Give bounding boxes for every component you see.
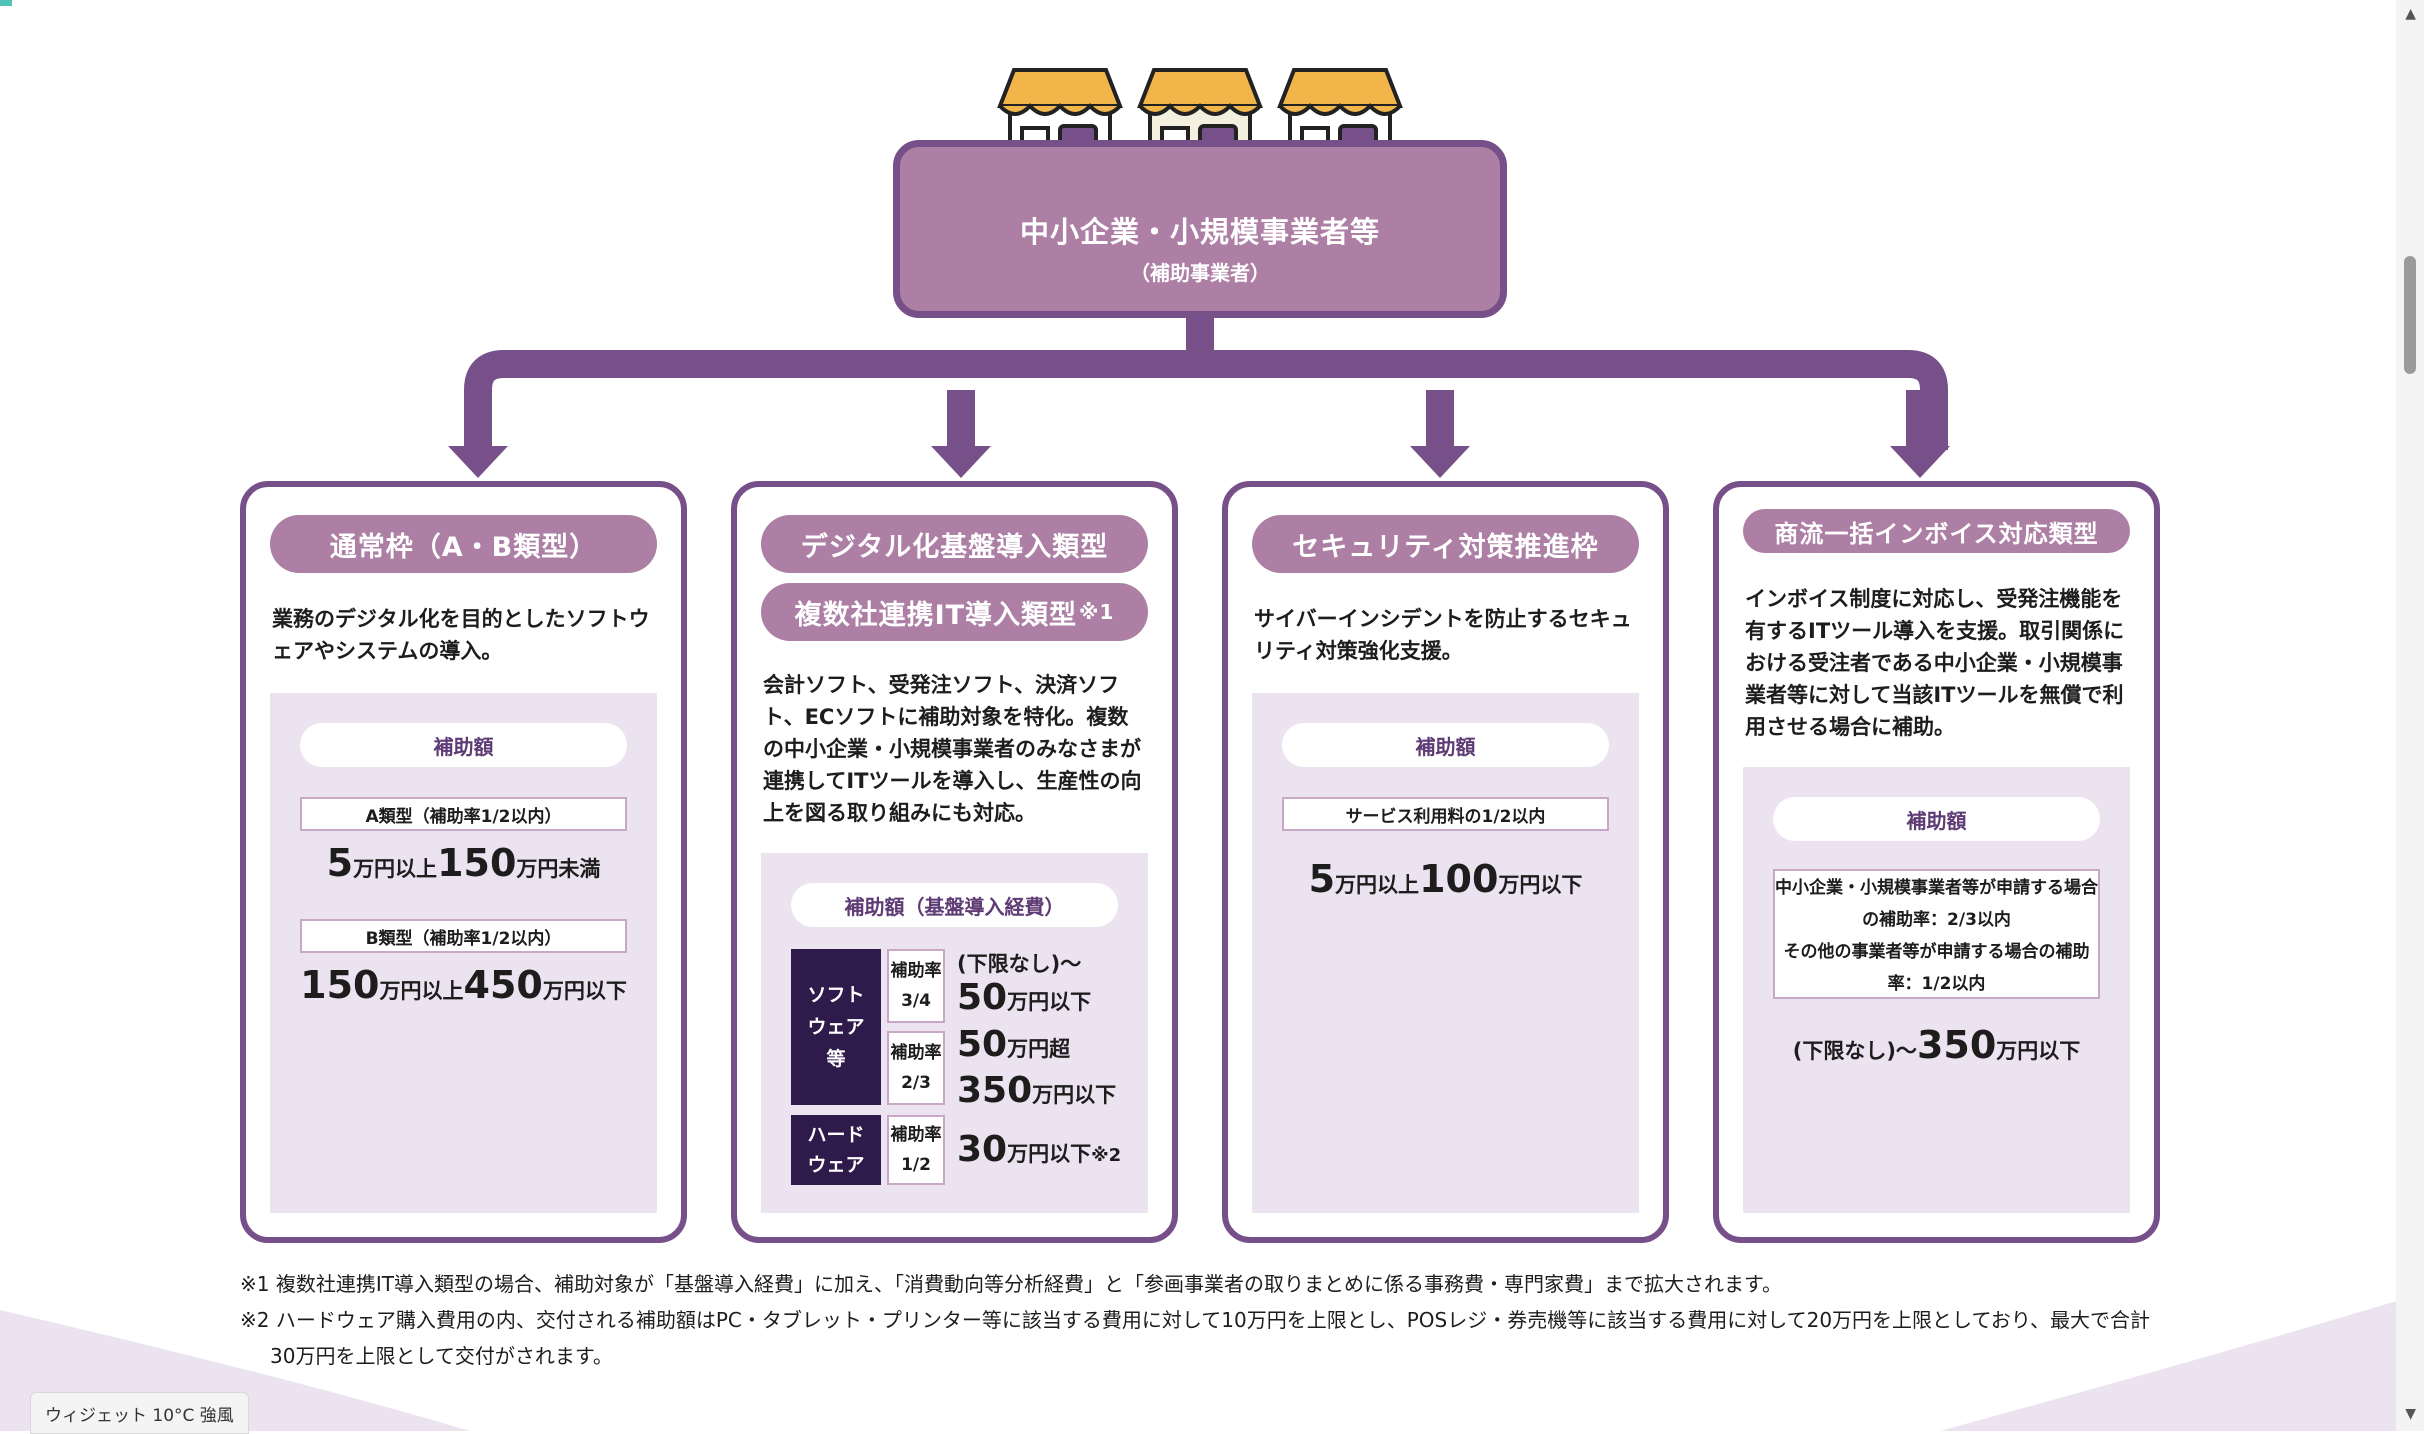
corner-mark-left <box>0 0 12 6</box>
rate-3-4: 補助率 3/4 <box>887 949 945 1023</box>
scroll-down-icon[interactable]: ▼ <box>2405 1406 2416 1422</box>
rate-2-3: 補助率 2/3 <box>887 1031 945 1105</box>
column-digital: デジタル化基盤導入類型 複数社連携IT導入類型※1 会計ソフト、受発注ソフト、決… <box>731 481 1178 1243</box>
amount-security: 5万円以上100万円以下 <box>1308 857 1583 901</box>
panel-security: 補助額 サービス利用料の1/2以内 5万円以上100万円以下 <box>1252 693 1639 1213</box>
top-organization-box: 中小企業・小規模事業者等 （補助事業者） <box>893 140 1507 318</box>
scrollbar-thumb[interactable] <box>2404 256 2416 374</box>
rate-b: B類型（補助率1/2以内） <box>300 919 627 953</box>
panel-invoice: 補助額 中小企業・小規模事業者等が申請する場合の補助率：2/3以内 その他の事業… <box>1743 767 2130 1213</box>
top-subtitle: （補助事業者） <box>1130 261 1270 285</box>
rate-a: A類型（補助率1/2以内） <box>300 797 627 831</box>
column-standard: 通常枠（A・B類型） 業務のデジタル化を目的としたソフトウェアやシステムの導入。… <box>240 481 687 1243</box>
hojo-label: 補助額 <box>1773 797 2100 841</box>
hojo-label: 補助額（基盤導入経費） <box>791 883 1118 927</box>
desc-digital: 会計ソフト、受発注ソフト、決済ソフト、ECソフトに補助対象を特化。複数の中小企業… <box>763 673 1142 825</box>
amount-b: 150万円以上450万円以下 <box>300 963 627 1007</box>
rate-security: サービス利用料の1/2以内 <box>1282 797 1609 831</box>
pill-standard: 通常枠（A・B類型） <box>270 515 657 573</box>
column-security: セキュリティ対策推進枠 サイバーインシデントを防止するセキュリティ対策強化支援。… <box>1222 481 1669 1243</box>
pill-digital: デジタル化基盤導入類型 <box>761 515 1148 573</box>
pill-invoice: 商流一括インボイス対応類型 <box>1743 509 2130 553</box>
panel-standard: 補助額 A類型（補助率1/2以内） 5万円以上150万円未満 B類型（補助率1/… <box>270 693 657 1213</box>
amount-a: 5万円以上150万円未満 <box>326 841 601 885</box>
desc-standard: 業務のデジタル化を目的としたソフトウェアやシステムの導入。 <box>272 607 650 663</box>
top-title: 中小企業・小規模事業者等 <box>1019 215 1380 249</box>
pill-multi-company: 複数社連携IT導入類型※1 <box>761 583 1148 641</box>
value-2-3: 50万円超 350万円以下 <box>957 1024 1117 1111</box>
footnote-1: ※1 複数社連携IT導入類型の場合、補助対象が「基盤導入経費」に加え、「消費動向… <box>240 1272 1782 1296</box>
desc-security: サイバーインシデントを防止するセキュリティ対策強化支援。 <box>1254 607 1632 663</box>
hojo-label: 補助額 <box>300 723 627 767</box>
category-software: ソフト ウェア 等 <box>791 949 881 1105</box>
scrollbar-track[interactable] <box>2396 0 2424 1431</box>
column-invoice: 商流一括インボイス対応類型 インボイス制度に対応し、受発注機能を有するITツール… <box>1713 481 2160 1243</box>
connector-arrows <box>448 316 1950 478</box>
amount-invoice: (下限なし)〜350万円以下 <box>1792 1023 2081 1067</box>
footnotes: ※1 複数社連携IT導入類型の場合、補助対象が「基盤導入経費」に加え、「消費動向… <box>240 1266 2170 1374</box>
panel-digital: 補助額（基盤導入経費） ソフト ウェア 等 ハード ウェア 補助率 3/4 補助… <box>761 853 1148 1213</box>
hojo-label: 補助額 <box>1282 723 1609 767</box>
pill-security: セキュリティ対策推進枠 <box>1252 515 1639 573</box>
footnote-2: ※2 ハードウェア購入費用の内、交付される補助額はPC・タブレット・プリンター等… <box>240 1308 2151 1368</box>
value-1-2: 30万円以下※2 <box>957 1129 1122 1170</box>
weather-widget[interactable]: ウィジェット 10°C 強風 <box>30 1392 249 1434</box>
desc-invoice: インボイス制度に対応し、受発注機能を有するITツール導入を支援。取引関係における… <box>1745 587 2125 739</box>
rate-invoice: 中小企業・小規模事業者等が申請する場合の補助率：2/3以内 その他の事業者等が申… <box>1773 869 2100 999</box>
value-3-4: (下限なし)〜 50万円以下 <box>957 952 1092 1018</box>
scroll-up-icon[interactable]: ▲ <box>2405 6 2416 22</box>
rate-1-2: 補助率 1/2 <box>887 1115 945 1185</box>
category-hardware: ハード ウェア <box>791 1115 881 1185</box>
